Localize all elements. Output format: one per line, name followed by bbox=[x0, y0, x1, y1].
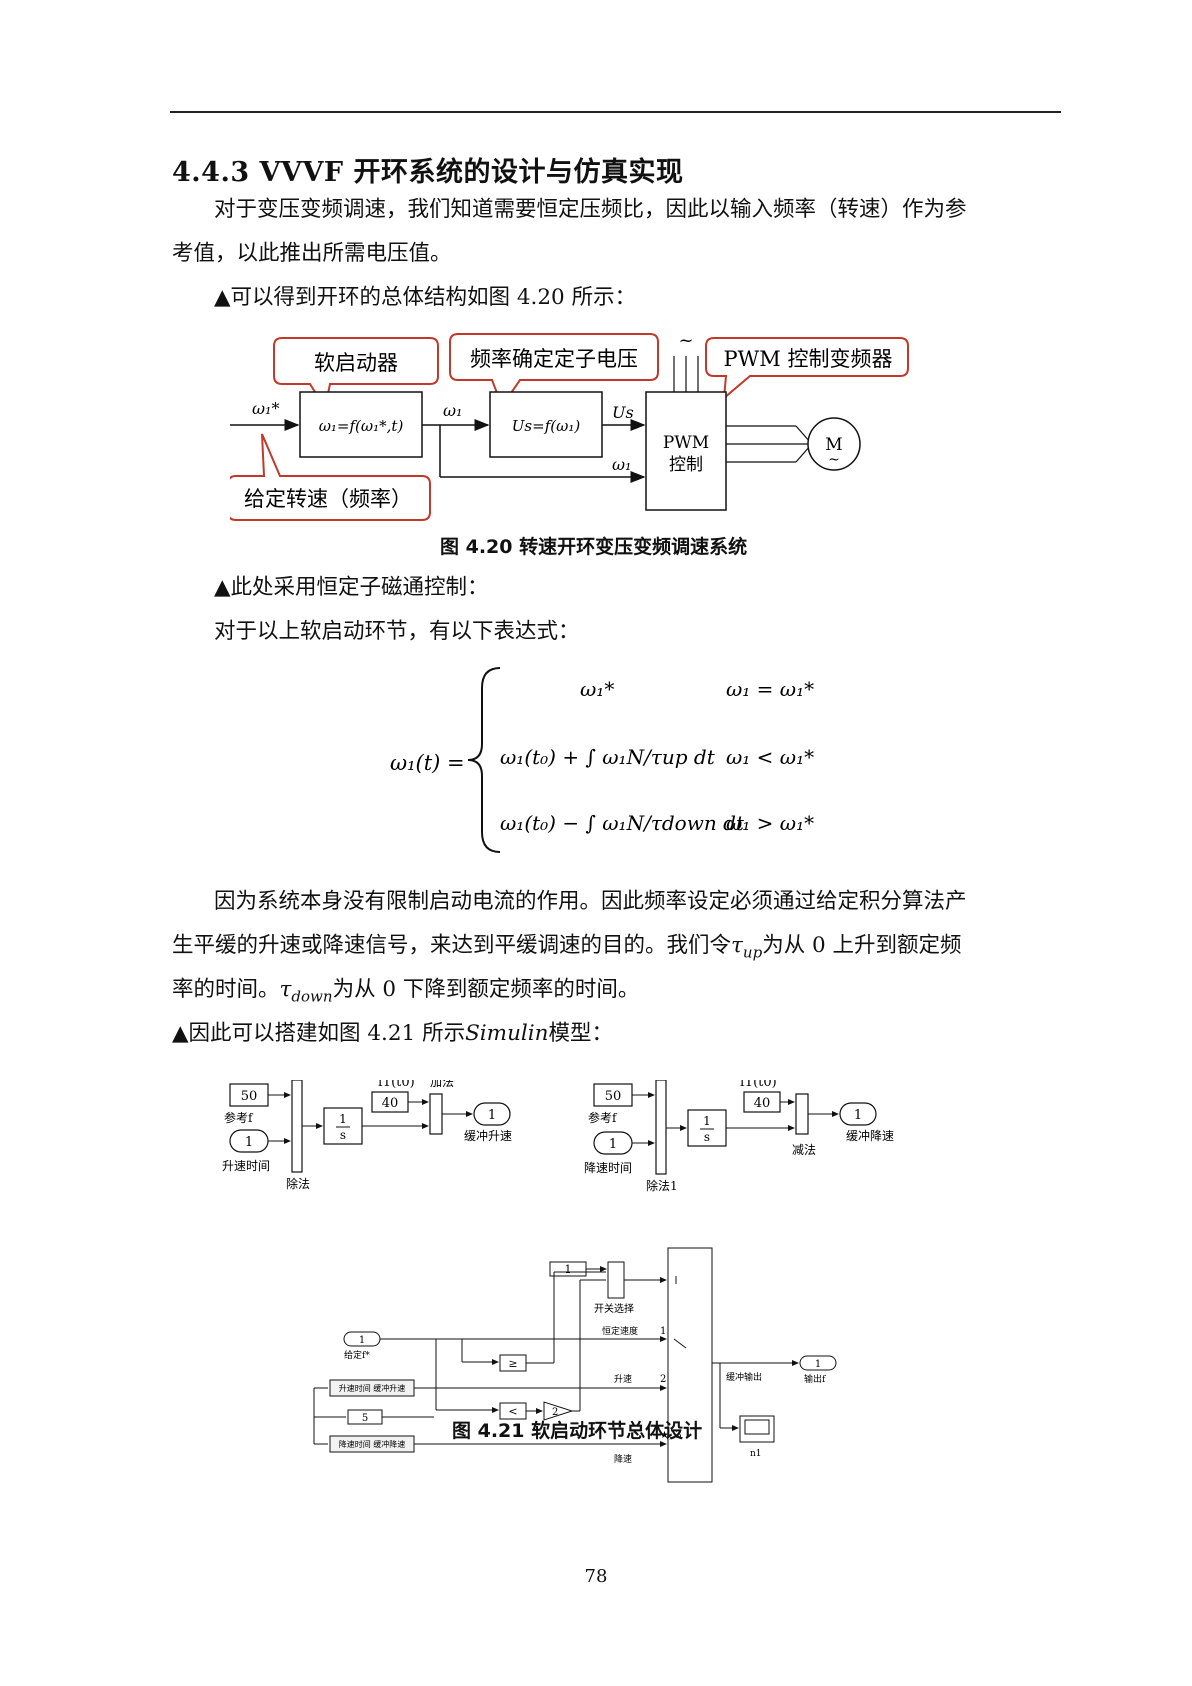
section-title: 4.4.3 VVVF 开环系统的设计与仿真实现 bbox=[172, 157, 684, 188]
right-slowdown-model: 50 参考f 1 降速时间 除法1 1 s f1(t0) 40 减法 1 缓冲降… bbox=[584, 1080, 894, 1193]
callout-given: 给定转速（频率） bbox=[230, 433, 431, 521]
svg-text:ω₁*: ω₁* bbox=[580, 677, 614, 701]
svg-text:频率确定定子电压: 频率确定定子电压 bbox=[470, 347, 638, 371]
svg-text:给定转速（频率）: 给定转速（频率） bbox=[244, 487, 412, 511]
svg-text:1: 1 bbox=[660, 1326, 666, 1337]
paragraph-5-line2: 生平缓的升速或降速信号，来达到平缓调速的目的。我们令τup为从 0 上升到额定频 bbox=[172, 933, 962, 962]
svg-text:缓冲降速: 缓冲降速 bbox=[846, 1128, 894, 1143]
svg-text:降速时间 缓冲降速: 降速时间 缓冲降速 bbox=[339, 1439, 406, 1449]
paragraph-3: ▲此处采用恒定子磁通控制： bbox=[214, 575, 489, 600]
svg-text:ω₁: ω₁ bbox=[443, 401, 462, 420]
left-speedup-model: 50 参考f 1 升速时间 除法 1 s f1(t0) 40 加法 1 缓冲升速 bbox=[222, 1080, 512, 1191]
svg-text:1: 1 bbox=[245, 1135, 253, 1150]
svg-text:输出f: 输出f bbox=[804, 1373, 826, 1385]
svg-text:减法: 减法 bbox=[792, 1143, 816, 1157]
svg-text:f1(t0): f1(t0) bbox=[378, 1080, 415, 1090]
svg-text:软启动器: 软启动器 bbox=[314, 351, 398, 375]
svg-text:s: s bbox=[340, 1128, 346, 1142]
bottom-switch-model: 1 开关选择 1 给定f* 恒定速度 1 ≥ < 2 升速时间 缓冲升速 升速 … bbox=[313, 1247, 837, 1483]
svg-text:给定f*: 给定f* bbox=[344, 1349, 370, 1361]
svg-text:ω₁ = ω₁*: ω₁ = ω₁* bbox=[726, 677, 814, 701]
svg-text:~: ~ bbox=[828, 452, 840, 468]
svg-text:恒定速度: 恒定速度 bbox=[602, 1325, 638, 1337]
svg-text:缓冲输出: 缓冲输出 bbox=[726, 1371, 762, 1383]
figure-4-21: 50 参考f 1 升速时间 除法 1 s f1(t0) 40 加法 1 缓冲升速… bbox=[222, 1080, 894, 1483]
page-number: 78 bbox=[584, 1566, 608, 1587]
svg-text:降速: 降速 bbox=[614, 1453, 632, 1465]
voltage-block bbox=[489, 391, 603, 458]
paragraph-6: ▲因此可以搭建如图 4.21 所示Simulin模型： bbox=[172, 1021, 614, 1046]
svg-text:1: 1 bbox=[488, 1108, 496, 1123]
paragraph-1-line2: 考值，以此推出所需电压值。 bbox=[172, 241, 452, 266]
svg-text:除法1: 除法1 bbox=[646, 1178, 678, 1193]
svg-text:Us=f(ω₁): Us=f(ω₁) bbox=[512, 417, 581, 435]
svg-text:~: ~ bbox=[678, 330, 693, 351]
svg-text:ω₁ > ω₁*: ω₁ > ω₁* bbox=[726, 811, 814, 835]
callout-softstart: 软启动器 bbox=[273, 337, 439, 411]
paragraph-5-line1: 因为系统本身没有限制启动电流的作用。因此频率设定必须通过给定积分算法产 bbox=[214, 889, 967, 914]
svg-text:1: 1 bbox=[565, 1263, 572, 1276]
svg-text:降速时间: 降速时间 bbox=[584, 1161, 632, 1175]
svg-text:Us: Us bbox=[612, 403, 634, 422]
motor-icon bbox=[807, 417, 861, 471]
paragraph-4: 对于以上软启动环节，有以下表达式： bbox=[214, 619, 580, 644]
svg-text:升速: 升速 bbox=[614, 1374, 632, 1385]
figure-4-21-caption: 图 4.21 软启动环节总体设计 bbox=[452, 1420, 703, 1442]
svg-text:PWM 控制变频器: PWM 控制变频器 bbox=[724, 347, 893, 371]
pwm-block bbox=[645, 391, 727, 511]
softstart-block bbox=[299, 391, 423, 458]
svg-text:ω₁: ω₁ bbox=[612, 455, 631, 474]
svg-text:控制: 控制 bbox=[669, 455, 703, 475]
svg-text:n1: n1 bbox=[750, 1449, 762, 1459]
svg-text:PWM: PWM bbox=[663, 433, 709, 453]
paragraph-2: ▲可以得到开环的总体结构如图 4.20 所示： bbox=[214, 285, 637, 310]
svg-text:50: 50 bbox=[241, 1089, 258, 1104]
svg-text:ω₁(t) =: ω₁(t) = bbox=[390, 751, 465, 775]
svg-text:加法: 加法 bbox=[430, 1080, 454, 1089]
svg-text:升速时间: 升速时间 bbox=[222, 1159, 270, 1173]
figure-4-20: 软启动器 频率确定定子电压 PWM 控制变频器 给定转速（频率） ω₁* ω₁=… bbox=[230, 330, 909, 521]
svg-text:缓冲升速: 缓冲升速 bbox=[464, 1128, 512, 1143]
svg-text:50: 50 bbox=[605, 1089, 622, 1104]
svg-text:5: 5 bbox=[362, 1413, 368, 1424]
paragraph-5-line3: 率的时间。τdown为从 0 下降到额定频率的时间。 bbox=[172, 977, 640, 1006]
svg-text:1: 1 bbox=[854, 1108, 862, 1123]
soft-start-equation: ω₁(t) = ω₁* ω₁ = ω₁* ω₁(t₀) + ∫ ω₁N/τup … bbox=[390, 667, 814, 853]
svg-text:参考f: 参考f bbox=[588, 1110, 618, 1125]
svg-text:★, 3: ★, 3 bbox=[660, 1430, 682, 1441]
callout-voltage: 频率确定定子电压 bbox=[449, 333, 659, 409]
figure-4-20-caption: 图 4.20 转速开环变压变频调速系统 bbox=[440, 536, 748, 558]
svg-text:开关选择: 开关选择 bbox=[594, 1302, 634, 1315]
svg-text:2: 2 bbox=[660, 1374, 666, 1385]
svg-text:s: s bbox=[704, 1130, 710, 1144]
svg-text:ω₁*: ω₁* bbox=[252, 399, 279, 418]
callout-pwm: PWM 控制变频器 bbox=[705, 337, 909, 401]
svg-text:<: < bbox=[508, 1405, 517, 1418]
svg-text:除法: 除法 bbox=[286, 1176, 310, 1191]
svg-text:ω₁(t₀) + ∫ ω₁N/τup dt: ω₁(t₀) + ∫ ω₁N/τup dt bbox=[500, 745, 716, 769]
header-rule bbox=[170, 111, 1061, 113]
svg-text:ω₁(t₀) − ∫ ω₁N/τdown dt: ω₁(t₀) − ∫ ω₁N/τdown dt bbox=[500, 811, 745, 835]
svg-text:≥: ≥ bbox=[508, 1357, 517, 1370]
svg-text:ω₁=f(ω₁*,t): ω₁=f(ω₁*,t) bbox=[319, 417, 404, 435]
svg-text:1: 1 bbox=[815, 1359, 821, 1370]
svg-text:f1(t0): f1(t0) bbox=[740, 1080, 777, 1090]
svg-text:40: 40 bbox=[382, 1096, 399, 1111]
svg-text:ω₁ < ω₁*: ω₁ < ω₁* bbox=[726, 745, 814, 769]
svg-text:1: 1 bbox=[339, 1112, 347, 1126]
svg-text:1: 1 bbox=[703, 1114, 711, 1128]
svg-text:1: 1 bbox=[609, 1137, 617, 1152]
paragraph-1-line1: 对于变压变频调速，我们知道需要恒定压频比，因此以输入频率（转速）作为参 bbox=[214, 197, 967, 222]
svg-text:参考f: 参考f bbox=[224, 1110, 254, 1125]
svg-text:1: 1 bbox=[359, 1335, 365, 1346]
svg-text:2: 2 bbox=[552, 1407, 558, 1418]
svg-text:升速时间 缓冲升速: 升速时间 缓冲升速 bbox=[339, 1383, 406, 1393]
svg-text:40: 40 bbox=[754, 1096, 771, 1111]
svg-text:M: M bbox=[825, 435, 842, 455]
